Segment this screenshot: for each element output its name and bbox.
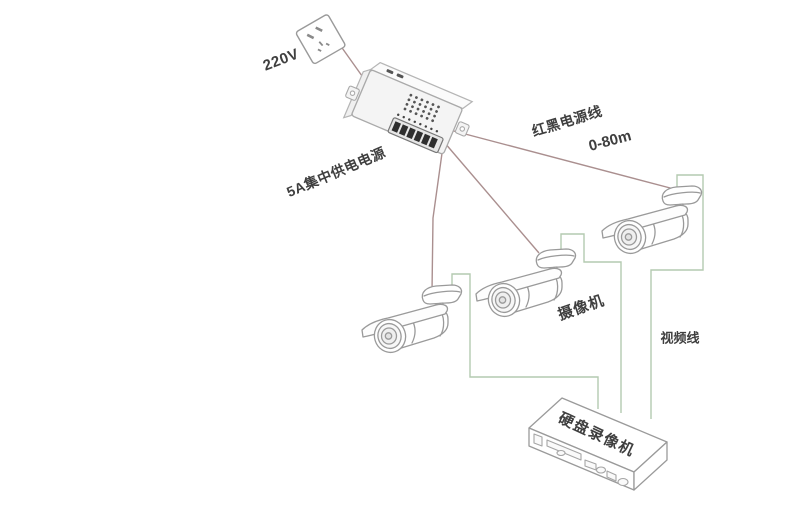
psu-indicator-dots [397,113,439,133]
line-psu-to-camera2 [443,141,540,254]
camera-1 [361,284,463,358]
video-cable-label: 视频线 [660,330,700,346]
dvr-right-face [633,441,668,491]
line-camera1-to-dvr [451,273,599,409]
psu-terminals [391,121,438,149]
psu-mounting-ears [345,85,470,137]
psu-top-vents [386,69,404,79]
line-camera3-to-dvr [650,174,704,419]
camera-3 [601,185,703,259]
power-outlet [295,14,346,65]
line-psu-to-camera1 [431,145,444,293]
outlet-plate [295,14,346,65]
outlet-three-pin-slots [317,41,330,52]
power-supply-unit [342,62,474,155]
dvr-front-ports [533,433,629,487]
outlet-two-pin-slots [306,26,323,40]
dvr [528,397,668,491]
line-camera2-to-dvr [560,233,622,413]
line-psu-to-camera3 [449,129,675,190]
psu-vent-grid [403,93,440,123]
